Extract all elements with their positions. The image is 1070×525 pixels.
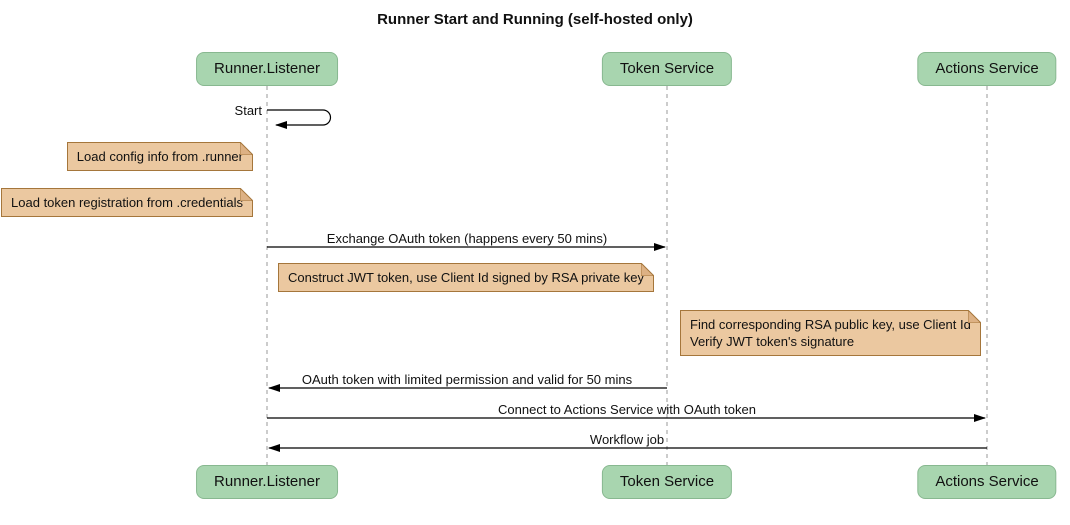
message-label-connect-actions: Connect to Actions Service with OAuth to… [498, 402, 756, 417]
participant-runner-listener-top: Runner.Listener [196, 52, 338, 86]
message-label-oauth-token-return: OAuth token with limited permission and … [301, 372, 633, 387]
diagram-title: Runner Start and Running (self-hosted on… [377, 11, 693, 28]
participant-actions-service-bottom: Actions Service [917, 465, 1057, 499]
note-find-rsa-verify-jwt: Find corresponding RSA public key, use C… [680, 310, 981, 356]
note-fold-icon [967, 310, 981, 323]
participant-token-service-top: Token Service [601, 52, 733, 86]
note-fold-icon [640, 263, 654, 276]
message-label-start: Start [234, 103, 262, 118]
note-text: Load config info from .runner [76, 149, 243, 164]
message-label-workflow-job: Workflow job [589, 432, 665, 447]
note-fold-icon [240, 188, 253, 201]
participant-runner-listener-bottom: Runner.Listener [196, 465, 338, 499]
message-label-exchange-token: Exchange OAuth token (happens every 50 m… [326, 231, 608, 246]
note-text: Find corresponding RSA public key, use C… [690, 317, 971, 349]
participant-token-service-bottom: Token Service [601, 465, 733, 499]
note-fold-icon [240, 142, 253, 155]
participant-actions-service-top: Actions Service [917, 52, 1057, 86]
note-text: Construct JWT token, use Client Id signe… [288, 270, 644, 285]
note-text: Load token registration from .credential… [11, 195, 243, 210]
note-construct-jwt: Construct JWT token, use Client Id signe… [278, 263, 654, 292]
note-load-token-registration: Load token registration from .credential… [1, 188, 253, 217]
self-message-start-arrow [267, 109, 332, 129]
note-load-config: Load config info from .runner [66, 142, 253, 171]
